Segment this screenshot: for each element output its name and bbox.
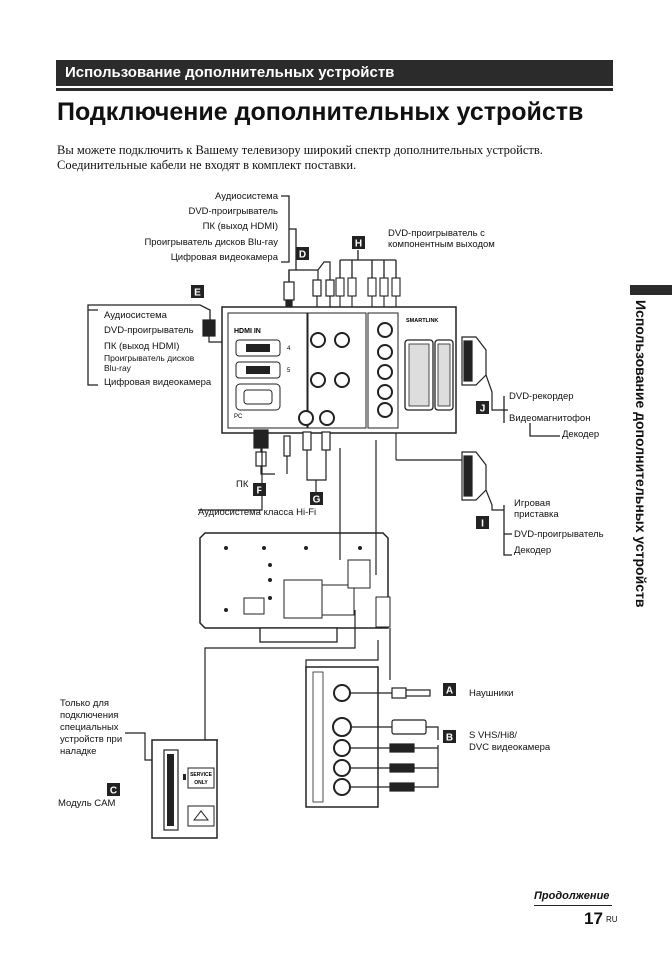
group-j-bracket [503,396,560,437]
group-d-list: Аудиосистема DVD-проигрыватель ПК (выход… [144,191,278,263]
marker-e: E [191,285,204,299]
marker-i: I [476,516,489,530]
group-h-bracket [339,250,397,278]
svg-text:D: D [299,250,306,261]
svg-text:A: A [446,686,453,697]
hifi-cable [302,431,331,492]
hdmi-in-label: HDMI IN [234,328,261,335]
svg-text:S VHS/Hi8/: S VHS/Hi8/ [469,730,517,741]
marker-j: J [476,401,489,415]
svg-text:DVD-проигрыватель с: DVD-проигрыватель с [388,228,485,239]
svg-text:Только для: Только для [60,698,109,709]
svg-text:устройств при: устройств при [60,734,122,745]
pc-label: ПК [236,479,249,490]
marker-a: A [443,683,456,697]
scart-plug-j [461,336,504,411]
svg-text:ONLY: ONLY [194,780,208,786]
svg-text:наладке: наладке [60,746,96,757]
group-e-list: Аудиосистема DVD-проигрыватель ПК (выход… [104,310,212,388]
headphones-plug [350,687,431,699]
svg-text:Blu-ray: Blu-ray [104,363,132,373]
headphones-label: Наушники [469,688,513,699]
svhs-label: S VHS/Hi8/ DVC видеокамера [469,730,551,753]
marker-d: D [296,247,309,261]
terminal-panel: HDMI IN 4 5 PC SMARTLINK [221,306,457,434]
svg-text:Игровая: Игровая [514,498,550,509]
marker-b: B [443,730,456,744]
section-header: Использование дополнительных устройств [56,60,613,86]
group-i-bracket [503,505,512,556]
svg-text:DVC видеокамера: DVC видеокамера [469,742,551,753]
hifi-label: Аудиосистема класса Hi-Fi [198,507,316,518]
special-devices-note: Только для подключения специальных устро… [60,698,122,757]
svg-text:G: G [313,495,321,506]
svg-text:5: 5 [287,368,291,374]
pc-cable [253,429,291,475]
svg-text:компонентным выходом: компонентным выходом [388,239,495,250]
device-label: ПК (выход HDMI) [203,221,278,232]
svg-text:приставка: приставка [514,509,559,520]
intro-text: Вы можете подключить к Вашему телевизору… [57,143,543,172]
av-plugs [350,719,439,792]
svg-text:Видеомагнитофон: Видеомагнитофон [509,413,590,424]
svg-text:Декодер: Декодер [562,429,599,440]
side-terminal-panel [305,666,379,808]
svg-text:DVD-рекордер: DVD-рекордер [509,391,574,402]
svg-text:PC: PC [234,414,243,420]
group-e-bracket [87,304,211,386]
svg-text:DVD-проигрыватель: DVD-проигрыватель [514,529,604,540]
marker-h: H [352,236,365,250]
svg-text:H: H [355,239,362,250]
scart-plug-i [396,451,504,511]
panel-to-tv-lines [198,438,377,575]
svg-text:I: I [481,519,484,530]
device-label: Цифровая видеокамера [171,252,279,263]
group-h-plugs [335,277,401,297]
page-number: 17 [584,909,603,928]
svg-text:Аудиосистема: Аудиосистема [104,310,168,321]
device-label: Проигрыватель дисков Blu-ray [144,237,278,248]
section-rule [56,88,613,91]
svg-text:специальных: специальных [60,722,119,733]
cam-label: Модуль CAM [58,798,116,809]
device-label: DVD-проигрыватель [188,206,278,217]
group-i-list: Игровая приставка DVD-проигрыватель Деко… [514,498,604,556]
page-language: RU [606,915,618,924]
svg-text:F: F [256,486,262,497]
smartlink-label: SMARTLINK [406,318,438,324]
svg-text:SERVICE: SERVICE [190,772,213,778]
group-d-connectors [283,261,335,309]
footer-rule [534,905,612,906]
svg-text:4: 4 [287,346,291,352]
svg-text:J: J [480,404,486,415]
page-title: Подключение дополнительных устройств [57,98,584,126]
svg-text:B: B [446,733,453,744]
svg-text:ПК (выход HDMI): ПК (выход HDMI) [104,341,179,352]
svg-text:C: C [110,786,117,797]
svg-text:подключения: подключения [60,710,118,721]
group-h-label: DVD-проигрыватель с компонентным выходом [388,228,495,250]
svg-text:Цифровая видеокамера: Цифровая видеокамера [104,377,212,388]
svg-text:Проигрыватель дисков: Проигрыватель дисков [104,353,195,363]
svg-text:Декодер: Декодер [514,545,551,556]
cam-module-panel: SERVICE ONLY [151,739,218,839]
svg-text:E: E [194,288,201,299]
continued-label: Продолжение [534,890,610,902]
svg-text:DVD-проигрыватель: DVD-проигрыватель [104,325,194,336]
marker-f: F [253,483,266,497]
marker-c: C [107,783,120,797]
group-j-list: DVD-рекордер Видеомагнитофон Декодер [509,391,599,440]
side-tab-marker [630,285,672,295]
tv-back [199,532,391,643]
marker-g: G [310,492,323,506]
device-label: Аудиосистема [215,191,279,202]
